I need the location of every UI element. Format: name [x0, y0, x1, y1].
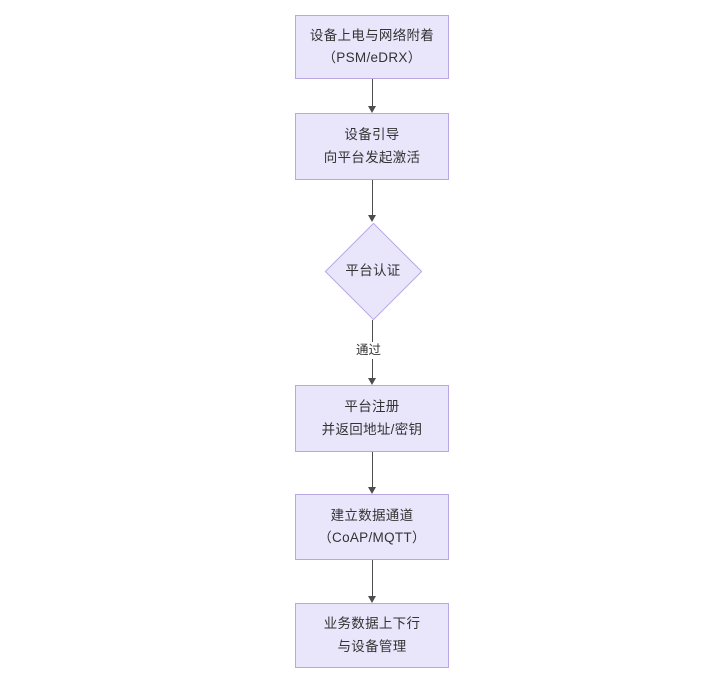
flow-node-service-data[interactable]: 业务数据上下行 与设备管理 [295, 603, 449, 668]
flow-node-platform-register-line2: 并返回地址/密钥 [321, 421, 423, 437]
flow-node-bootstrap[interactable]: 设备引导 向平台发起激活 [295, 113, 449, 180]
flow-node-platform-auth-label: 平台认证 [345, 262, 401, 278]
flow-edge-label-pass: 通过 [354, 342, 384, 359]
flow-node-data-channel-line2: （CoAP/MQTT） [318, 530, 426, 545]
flow-node-platform-auth[interactable]: 平台认证 [324, 222, 422, 320]
flow-node-data-channel[interactable]: 建立数据通道 （CoAP/MQTT） [295, 494, 449, 560]
arrowhead-icon [368, 106, 376, 113]
arrowhead-icon [368, 487, 376, 494]
flow-node-power-on-line1: 设备上电与网络附着 [309, 27, 435, 43]
flow-node-service-data-line1: 业务数据上下行 [323, 616, 421, 632]
edge-line [372, 79, 373, 106]
flow-node-data-channel-line1: 建立数据通道 [330, 507, 414, 523]
arrowhead-icon [368, 596, 376, 603]
flow-node-platform-register-line1: 平台注册 [344, 399, 400, 415]
flow-node-power-on-line2: （PSM/eDRX） [322, 50, 422, 65]
flow-node-bootstrap-line2: 向平台发起激活 [323, 149, 421, 165]
flow-node-service-data-line2: 与设备管理 [337, 638, 407, 654]
flow-node-bootstrap-line1: 设备引导 [344, 127, 400, 143]
flow-node-platform-register[interactable]: 平台注册 并返回地址/密钥 [295, 385, 449, 452]
edge-line [372, 560, 373, 596]
flow-node-power-on[interactable]: 设备上电与网络附着 （PSM/eDRX） [295, 15, 449, 79]
edge-line [372, 452, 373, 487]
arrowhead-icon [368, 378, 376, 385]
edge-line [372, 180, 373, 215]
arrowhead-icon [368, 215, 376, 222]
